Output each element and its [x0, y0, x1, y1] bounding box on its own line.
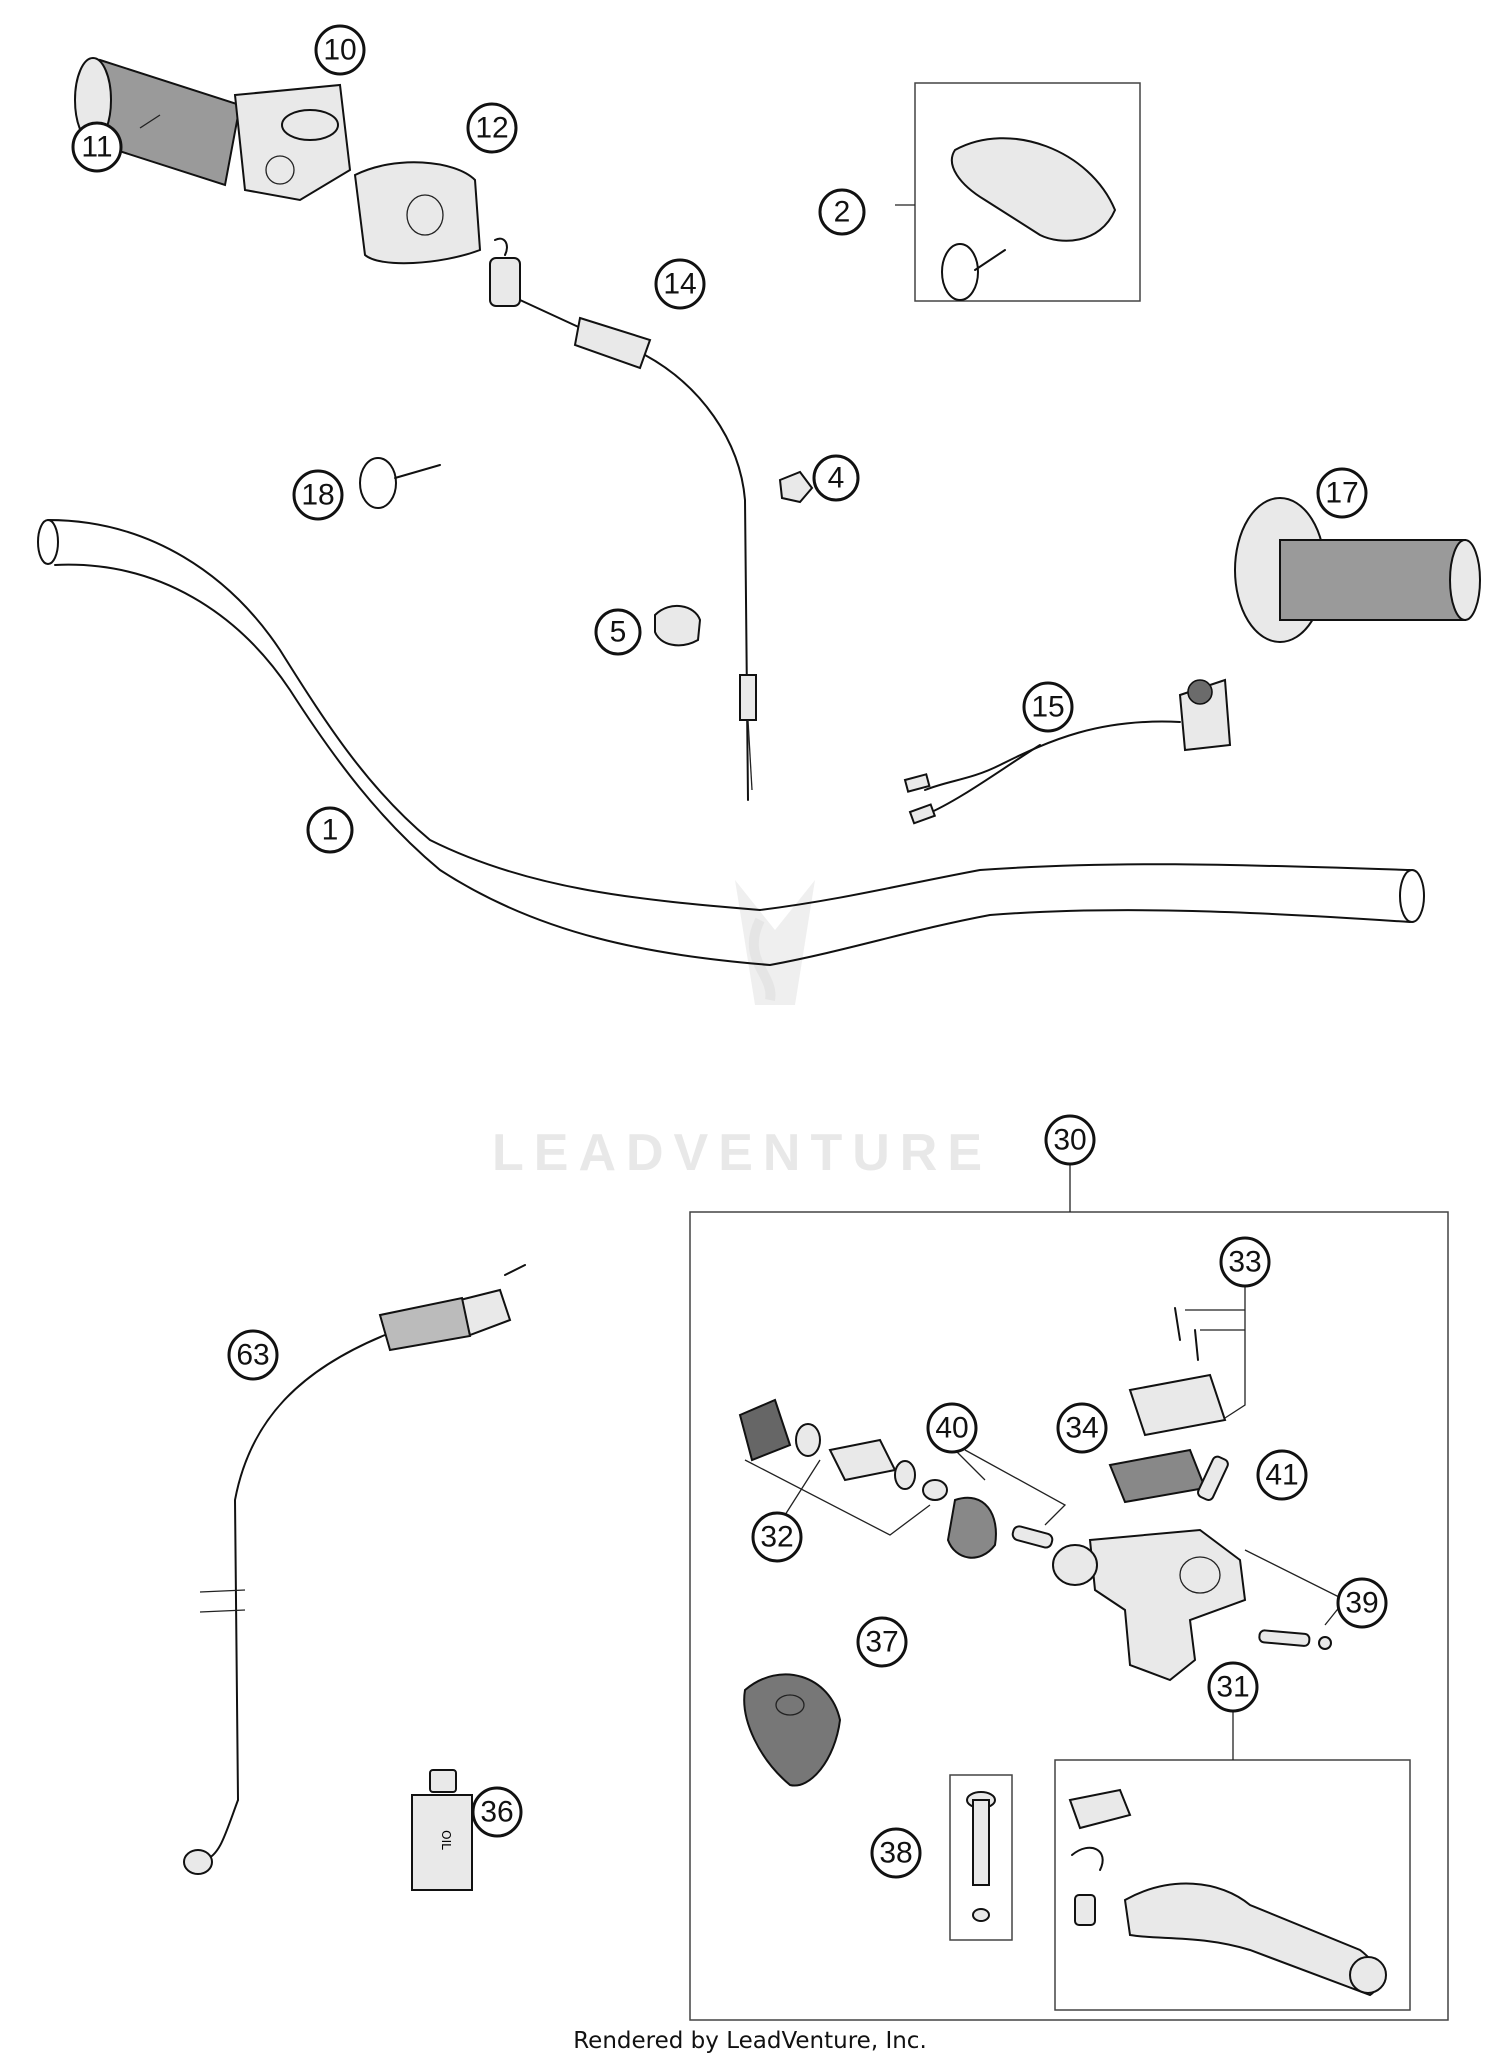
callout-10[interactable]: 10: [314, 24, 366, 76]
callout-label: 1: [322, 814, 339, 847]
callout-30[interactable]: 30: [1044, 1114, 1096, 1166]
callout-12[interactable]: 12: [466, 102, 518, 154]
throttle-cable[interactable]: [489, 237, 757, 801]
callout-label: 37: [865, 1626, 898, 1659]
cable-cap[interactable]: [778, 470, 814, 504]
callout-label: 14: [663, 268, 696, 301]
callout-41[interactable]: 41: [1256, 1449, 1308, 1501]
callout-17[interactable]: 17: [1316, 467, 1368, 519]
callout-40[interactable]: 40: [926, 1402, 978, 1454]
callout-63[interactable]: 63: [227, 1329, 279, 1381]
callout-36[interactable]: 36: [471, 1786, 523, 1838]
callout-label: 32: [760, 1521, 793, 1554]
master-cylinder-body[interactable]: [1052, 1528, 1347, 1682]
callout-label: 41: [1265, 1459, 1298, 1492]
watermark-text: LEADVENTURE: [492, 1124, 992, 1182]
callout-32[interactable]: 32: [751, 1511, 803, 1563]
master-cylinder-pin[interactable]: [1196, 1455, 1229, 1502]
brake-lever[interactable]: [1068, 1788, 1387, 1997]
handguard-frame: [914, 82, 1141, 302]
throttle-cover[interactable]: [353, 161, 482, 265]
lever-bolt[interactable]: [966, 1791, 996, 1922]
footer-credit: Rendered by LeadVenture, Inc.: [573, 2028, 927, 2054]
kill-switch[interactable]: [903, 678, 1232, 825]
callout-label: 34: [1065, 1412, 1098, 1445]
callout-2[interactable]: 2: [818, 188, 866, 236]
lever-boot[interactable]: [743, 1673, 842, 1787]
callout-34[interactable]: 34: [1056, 1402, 1108, 1454]
callout-label: 63: [236, 1339, 269, 1372]
callout-5[interactable]: 5: [594, 608, 642, 656]
handlebar[interactable]: [37, 519, 1425, 966]
callout-18[interactable]: 18: [292, 469, 344, 521]
bolt-frame: [949, 1774, 1013, 1941]
hot-start-cable[interactable]: [183, 1264, 526, 1875]
piston-kit[interactable]: [738, 1398, 948, 1536]
callout-1[interactable]: 1: [306, 806, 354, 854]
callout-label: 18: [301, 479, 334, 512]
callout-label: 31: [1216, 1671, 1249, 1704]
reservoir-cover[interactable]: [1128, 1285, 1246, 1437]
left-grip[interactable]: [74, 57, 242, 187]
callout-37[interactable]: 37: [856, 1616, 908, 1668]
callout-14[interactable]: 14: [654, 258, 706, 310]
master-cylinder-frame: [689, 1211, 1449, 2021]
boot-and-pin[interactable]: [946, 1449, 1067, 1559]
callout-label: 4: [828, 462, 845, 495]
diaphragm[interactable]: [1108, 1448, 1207, 1504]
callout-label: 30: [1053, 1124, 1086, 1157]
hydraulic-oil-bottle[interactable]: OIL: [411, 1769, 473, 1891]
callout-label: 2: [834, 196, 851, 229]
callout-label: 15: [1031, 691, 1064, 724]
callout-label: 11: [81, 131, 112, 164]
throttle-housing[interactable]: [233, 83, 352, 202]
callout-label: 40: [935, 1412, 968, 1445]
callout-label: 39: [1345, 1587, 1378, 1620]
cable-tie-18[interactable]: [359, 457, 441, 509]
callout-label: 10: [323, 34, 356, 67]
callout-label: 36: [480, 1796, 513, 1829]
callout-15[interactable]: 15: [1022, 681, 1074, 733]
callout-label: 33: [1228, 1246, 1261, 1279]
svg-text:OIL: OIL: [439, 1830, 453, 1850]
callout-38[interactable]: 38: [870, 1827, 922, 1879]
callout-11[interactable]: 11: [71, 121, 123, 173]
callout-label: 17: [1325, 477, 1358, 510]
callout-39[interactable]: 39: [1336, 1577, 1388, 1629]
callout-31[interactable]: 31: [1207, 1661, 1259, 1713]
callout-label: 12: [475, 112, 508, 145]
callout-4[interactable]: 4: [812, 454, 860, 502]
callout-label: 5: [610, 616, 627, 649]
handguard[interactable]: [941, 137, 1117, 301]
leadventure-watermark: LEADVENTURE: [492, 880, 992, 1182]
callout-label: 38: [879, 1837, 912, 1870]
callout-33[interactable]: 33: [1219, 1236, 1271, 1288]
cable-clip[interactable]: [654, 605, 702, 647]
right-grip[interactable]: [1234, 497, 1481, 643]
